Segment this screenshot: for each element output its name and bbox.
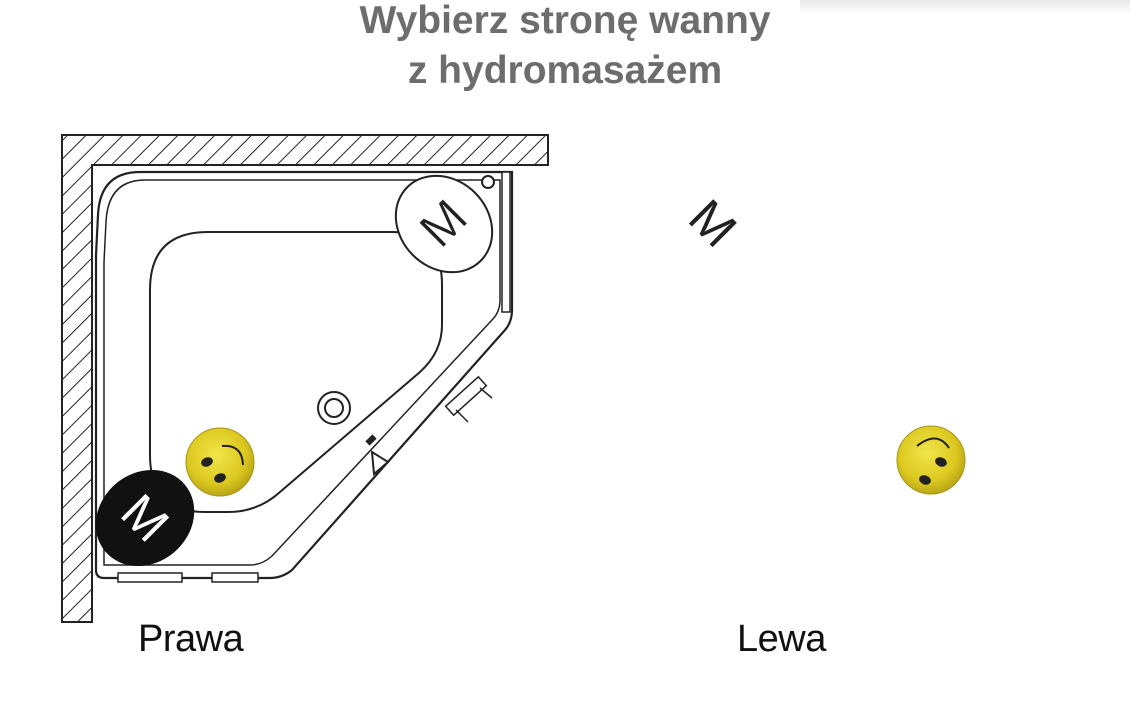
title-line-2: z hydromasażem bbox=[407, 49, 723, 92]
bathtub-inner-rim bbox=[103, 179, 501, 566]
door-handle-arrow-icon bbox=[365, 434, 390, 477]
massage-jet-icon: M bbox=[95, 469, 195, 567]
bottom-pipe bbox=[117, 572, 183, 583]
massage-jet-icon: M bbox=[394, 174, 494, 274]
side-pipe bbox=[501, 171, 511, 313]
option-label-right[interactable]: Prawa bbox=[138, 618, 244, 660]
page-title: Wybierz stronę wanny z hydromasażem bbox=[0, 0, 1130, 96]
massage-jet-letter: M bbox=[678, 189, 747, 258]
option-label-left[interactable]: Lewa bbox=[737, 618, 826, 660]
bathtub-diagram-left: M M bbox=[678, 189, 1045, 553]
massage-jet-letter: M bbox=[976, 483, 1045, 552]
title-line-1: Wybierz stronę wanny bbox=[359, 0, 771, 42]
top-corner-shadow bbox=[800, 0, 1130, 14]
wall-hatched bbox=[61, 134, 549, 623]
bottom-pipe bbox=[211, 572, 259, 583]
drain-icon bbox=[317, 391, 351, 425]
bathtub-diagram-right: M M bbox=[61, 134, 549, 623]
smiley-icon bbox=[185, 427, 255, 497]
bathtub-outer-rim bbox=[94, 170, 514, 580]
panel-clip bbox=[444, 375, 493, 423]
smiley-icon bbox=[896, 425, 966, 495]
overflow-icon bbox=[481, 175, 495, 189]
